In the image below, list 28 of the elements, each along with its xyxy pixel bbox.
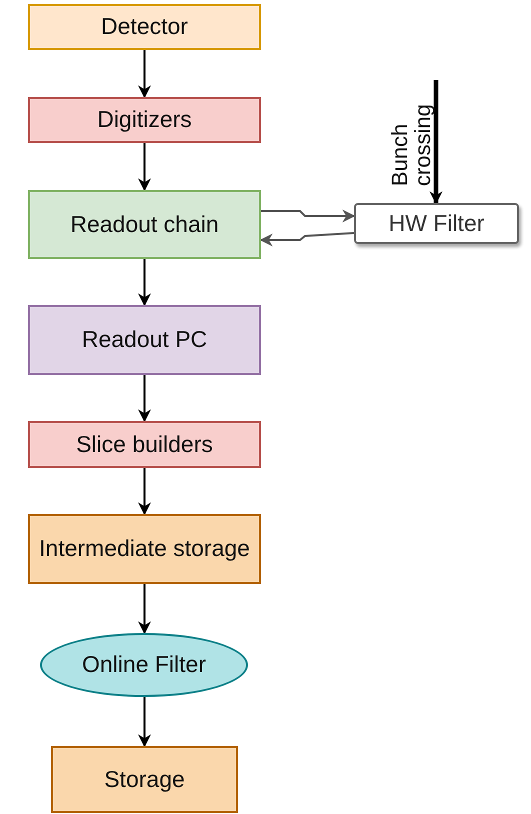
node-label: Digitizers (97, 105, 192, 134)
arrow (138, 50, 151, 98)
node-label: Slice builders (76, 430, 213, 459)
node-label: Readout PC (82, 325, 208, 354)
process-box (28, 190, 261, 259)
node-label: Intermediate storage (39, 534, 250, 564)
filter-box (354, 203, 519, 244)
process-box (28, 97, 261, 143)
arrow (261, 210, 356, 222)
process-box (28, 514, 261, 584)
process-box (28, 4, 261, 50)
node-label: Storage (104, 764, 185, 794)
arrow (138, 259, 151, 306)
arrow (430, 80, 442, 204)
arrow (138, 143, 151, 192)
edge-label: Bunch crossing (388, 103, 434, 186)
arrow (138, 697, 151, 748)
arrow (138, 584, 151, 634)
arrow (260, 232, 354, 246)
process-box (51, 746, 238, 813)
arrow (138, 375, 151, 422)
arrow (138, 468, 151, 516)
node-label: Readout chain (70, 210, 219, 239)
node-label: Online Filter (82, 650, 206, 680)
process-box (28, 305, 261, 375)
node-label: HW Filter (388, 208, 484, 238)
process-box (28, 421, 261, 468)
node-label: Detector (101, 12, 188, 42)
